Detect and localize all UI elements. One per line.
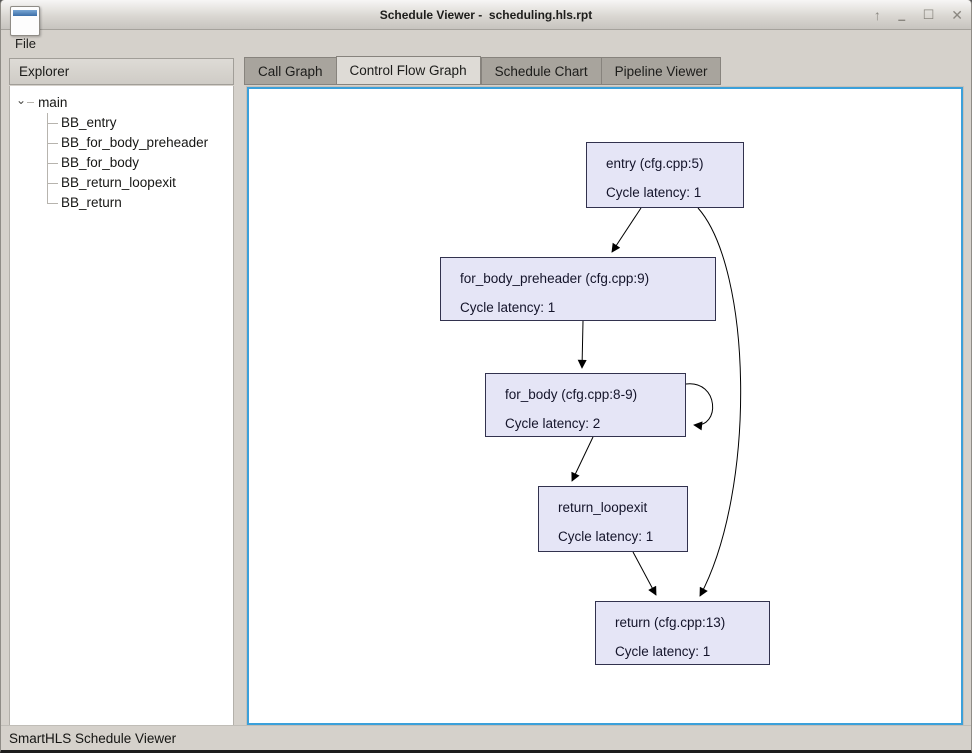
shade-icon[interactable]: ↑ bbox=[873, 7, 881, 23]
cfg-node-for-body-preheader[interactable]: for_body_preheader (cfg.cpp:9) Cycle lat… bbox=[440, 257, 716, 321]
cfg-node-return[interactable]: return (cfg.cpp:13) Cycle latency: 1 bbox=[595, 601, 770, 665]
explorer-panel: Explorer ⌄ main BB_entry BB_for_body_pre… bbox=[9, 58, 234, 728]
node-title: for_body_preheader (cfg.cpp:9) bbox=[460, 271, 650, 286]
close-icon[interactable]: ✕ bbox=[951, 7, 963, 23]
window-controls: ↑ – ☐ ✕ bbox=[874, 0, 963, 30]
edge-entry-to-return bbox=[697, 207, 742, 597]
node-latency: Cycle latency: 1 bbox=[558, 529, 654, 544]
expand-chevron-icon[interactable]: ⌄ bbox=[16, 93, 27, 107]
app-window-icon bbox=[10, 6, 40, 36]
tree-item-bb-entry[interactable]: BB_entry bbox=[48, 113, 231, 133]
node-title: entry (cfg.cpp:5) bbox=[606, 156, 704, 171]
app-icon-stripe bbox=[13, 10, 37, 16]
titlebar[interactable]: Schedule Viewer - scheduling.hls.rpt ↑ –… bbox=[1, 0, 971, 30]
window-title: Schedule Viewer - scheduling.hls.rpt bbox=[379, 8, 593, 22]
menu-file[interactable]: File bbox=[15, 35, 36, 51]
statusbar-text: SmartHLS Schedule Viewer bbox=[9, 730, 177, 746]
edge-preheader-to-forbody bbox=[577, 320, 587, 369]
node-latency: Cycle latency: 2 bbox=[505, 416, 601, 431]
minimize-icon[interactable]: – bbox=[897, 11, 906, 27]
tab-call-graph[interactable]: Call Graph bbox=[244, 57, 336, 85]
tree-children: BB_entry BB_for_body_preheader BB_for_bo… bbox=[47, 113, 231, 215]
maximize-icon[interactable]: ☐ bbox=[922, 7, 935, 22]
node-title: return (cfg.cpp:13) bbox=[615, 615, 726, 630]
tree-item-bb-return-loopexit[interactable]: BB_return_loopexit bbox=[48, 173, 231, 193]
node-latency: Cycle latency: 1 bbox=[606, 185, 702, 200]
edge-forbody-to-loopexit bbox=[571, 436, 594, 482]
tree-item-bb-return[interactable]: BB_return bbox=[47, 193, 231, 215]
edge-loopexit-to-return bbox=[632, 551, 657, 596]
tree-item-bb-for-body-preheader[interactable]: BB_for_body_preheader bbox=[48, 133, 231, 153]
node-title: for_body (cfg.cpp:8-9) bbox=[505, 387, 638, 402]
tab-schedule-chart[interactable]: Schedule Chart bbox=[480, 57, 601, 85]
statusbar: SmartHLS Schedule Viewer bbox=[1, 725, 971, 750]
cfg-edges bbox=[571, 207, 742, 597]
tree-item-bb-for-body[interactable]: BB_for_body bbox=[48, 153, 231, 173]
tab-control-flow-graph[interactable]: Control Flow Graph bbox=[335, 56, 481, 85]
control-flow-graph-canvas[interactable]: entry (cfg.cpp:5) Cycle latency: 1 for_b… bbox=[247, 87, 963, 725]
tree-item-label[interactable]: main bbox=[38, 94, 68, 110]
node-title: return_loopexit bbox=[558, 500, 648, 515]
cfg-node-for-body[interactable]: for_body (cfg.cpp:8-9) Cycle latency: 2 bbox=[485, 373, 686, 437]
tree-item-main[interactable]: ⌄ main bbox=[14, 92, 231, 112]
edge-entry-to-preheader bbox=[611, 207, 642, 253]
node-latency: Cycle latency: 1 bbox=[615, 644, 711, 659]
tab-bar: Call Graph Control Flow Graph Schedule C… bbox=[244, 56, 722, 85]
tree-connector bbox=[27, 101, 35, 103]
edge-forbody-self-loop bbox=[685, 383, 714, 431]
menubar: File bbox=[1, 30, 971, 56]
explorer-header: Explorer bbox=[9, 58, 234, 85]
node-latency: Cycle latency: 1 bbox=[460, 300, 556, 315]
cfg-node-return-loopexit[interactable]: return_loopexit Cycle latency: 1 bbox=[538, 486, 688, 552]
tab-pipeline-viewer[interactable]: Pipeline Viewer bbox=[600, 57, 722, 85]
cfg-node-entry[interactable]: entry (cfg.cpp:5) Cycle latency: 1 bbox=[586, 142, 744, 208]
explorer-tree[interactable]: ⌄ main BB_entry BB_for_body_preheader BB… bbox=[9, 86, 234, 728]
